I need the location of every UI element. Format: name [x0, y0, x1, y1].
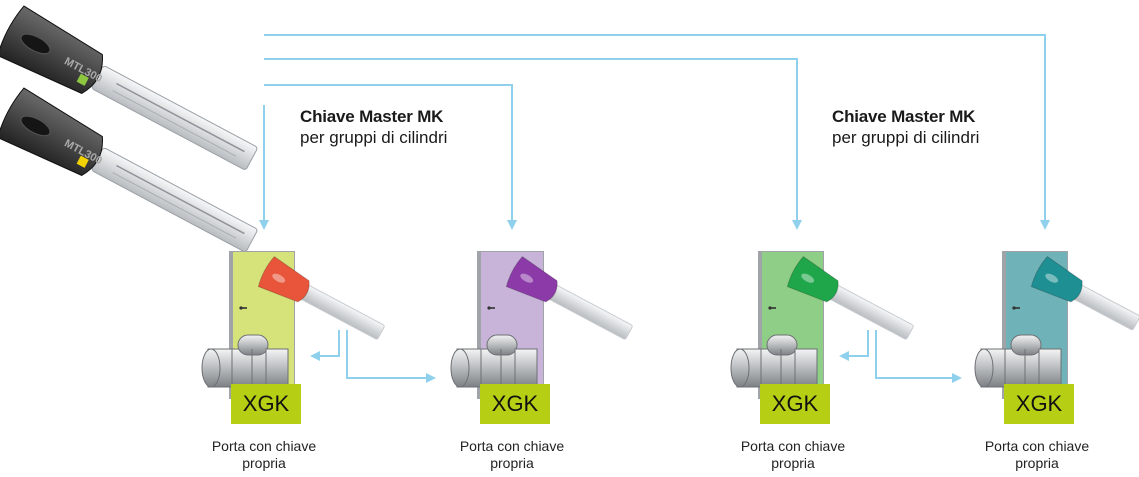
door-caption-1: Porta con chiave propria: [184, 438, 344, 472]
door-handle-icon: [1013, 307, 1020, 309]
master-key-2: MTL300: [0, 87, 258, 252]
connector-to-door-4: [264, 34, 1050, 230]
group-subtitle: per gruppi di cilindri: [832, 128, 980, 147]
own-keys: [257, 255, 1139, 340]
group-title: Chiave Master MK: [832, 107, 976, 126]
own-key-4: [1030, 255, 1139, 331]
door-caption-2: Porta con chiave propria: [432, 438, 592, 472]
caption-line: Porta con chiave: [211, 438, 317, 454]
own-key-1: [257, 255, 385, 340]
cylinder-4: [974, 334, 1062, 388]
group-subtitle: per gruppi di cilindri: [300, 128, 448, 147]
caption-line: propria: [1015, 455, 1059, 471]
master-key-chip: [76, 155, 89, 168]
connector-to-door-3: [264, 58, 802, 230]
group-label-2: Chiave Master MK per gruppi di cilindri: [832, 106, 979, 148]
door-caption-3: Porta con chiave propria: [713, 438, 873, 472]
connector-group-1: [346, 330, 436, 383]
caption-line: propria: [490, 455, 534, 471]
group-title: Chiave Master MK: [300, 107, 444, 126]
own-key-head: [1030, 255, 1083, 303]
connector-own-door-3: [839, 330, 869, 361]
cylinders: [201, 334, 1062, 388]
own-key-head: [505, 255, 558, 303]
master-connectors: [259, 34, 1050, 230]
own-key-head: [786, 255, 839, 303]
caption-line: Porta con chiave: [984, 438, 1090, 454]
caption-line: Porta con chiave: [740, 438, 846, 454]
xgk-badge: XGK: [480, 384, 550, 424]
group-connectors: [310, 330, 962, 383]
cylinder-3: [730, 334, 818, 388]
xgk-badge: XGK: [1004, 384, 1074, 424]
connector-group-2: [875, 330, 962, 383]
master-key-chip: [76, 73, 89, 86]
door-caption-4: Porta con chiave propria: [957, 438, 1117, 472]
group-label-1: Chiave Master MK per gruppi di cilindri: [300, 106, 447, 148]
own-key-3: [786, 255, 914, 340]
caption-line: Porta con chiave: [459, 438, 565, 454]
door-handle-icon: [240, 307, 247, 309]
master-key-1: MTL300: [0, 5, 258, 170]
own-key-2: [505, 255, 633, 340]
xgk-badge: XGK: [760, 384, 830, 424]
connector-own-door-1: [310, 330, 340, 361]
own-key-head: [257, 255, 310, 303]
connector-to-door-2: [264, 84, 517, 230]
cylinder-1: [201, 334, 289, 388]
cylinder-2: [450, 334, 538, 388]
xgk-badge: XGK: [231, 384, 301, 424]
door-handle-icon: [769, 307, 776, 309]
caption-line: propria: [771, 455, 815, 471]
caption-line: propria: [242, 455, 286, 471]
door-handle-icon: [488, 307, 495, 309]
